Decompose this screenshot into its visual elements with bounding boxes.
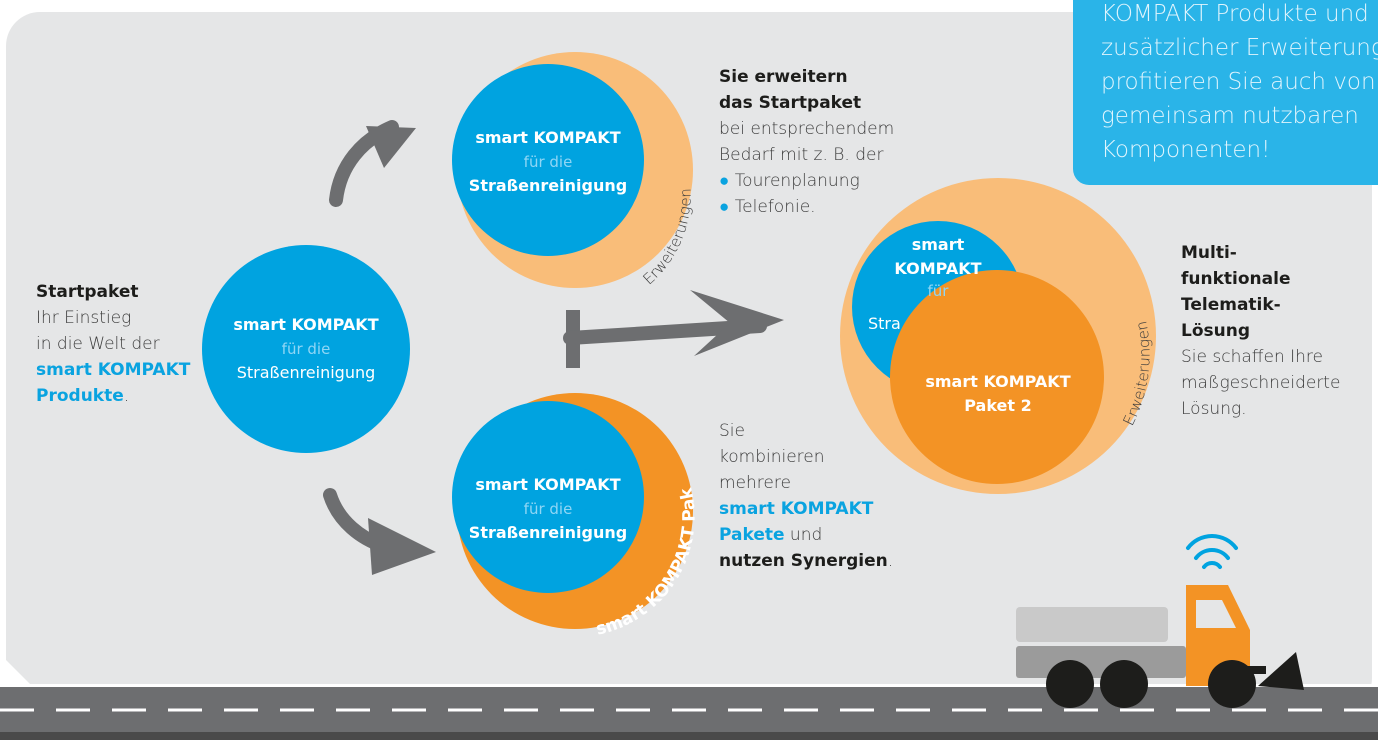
erweitern-line: bei entsprechendem	[719, 119, 895, 139]
erweitern-text: Sie erweitern das Startpaket bei entspre…	[719, 64, 894, 220]
callout-line: Komponenten!	[1101, 137, 1271, 163]
erweitern-bullet: Telefonie.	[734, 197, 816, 217]
circle-title: smart KOMPAKT	[475, 128, 621, 147]
right-orange-circle	[890, 270, 1104, 484]
circle-title: smart KOMPAKT	[233, 315, 379, 334]
kombinieren-line: kombinieren	[719, 447, 825, 467]
startpaket-line: in die Welt der	[36, 334, 160, 354]
road	[0, 654, 1378, 740]
top-circle	[452, 64, 644, 256]
kombinieren-period: .	[887, 551, 894, 571]
kombinieren-accent: smart KOMPAKT	[719, 499, 874, 519]
circle-name: Stra	[868, 314, 901, 333]
arrow-up-curve	[329, 120, 416, 207]
bottom-circle	[452, 401, 644, 593]
circle-sub: für die	[523, 153, 573, 171]
right-orange-label: smart KOMPAKT Paket 2	[908, 370, 1088, 418]
top-circle-label: smart KOMPAKT für die Straßenreinigung	[458, 126, 638, 198]
kombinieren-line: und	[784, 525, 823, 545]
circle-title: smart KOMPAKT	[475, 475, 621, 494]
arrow-right-long	[563, 290, 784, 368]
circle-sub: für die	[281, 340, 331, 358]
circle-name: Straßenreinigung	[468, 523, 628, 542]
erweitern-line: Bedarf mit z. B. der	[719, 145, 884, 165]
circle-title: KOMPAKT	[894, 259, 982, 278]
arrow-down-curve	[323, 488, 436, 575]
multi-line: Lösung.	[1181, 399, 1247, 419]
erweitern-bullet: Tourenplanung	[734, 171, 860, 191]
multi-line: maßgeschneiderte	[1181, 373, 1341, 393]
kombinieren-text: Sie kombinieren mehrere smart KOMPAKT Pa…	[719, 418, 893, 574]
circle-sub: für	[927, 282, 949, 300]
startpaket-period: .	[123, 386, 130, 406]
circle-sub: für die	[523, 500, 573, 518]
start-circle-label: smart KOMPAKT für die Straßenreinigung	[216, 313, 396, 385]
bottom-circle-label: smart KOMPAKT für die Straßenreinigung	[458, 473, 638, 545]
startpaket-accent: Produkte	[36, 386, 124, 406]
callout-line: zusätzlicher Erweiterungen	[1101, 35, 1378, 61]
startpaket-line: Ihr Einstieg	[36, 308, 132, 328]
circle-name: Straßenreinigung	[468, 176, 628, 195]
circle-name: Straßenreinigung	[236, 363, 376, 382]
multi-heading: funktionale	[1181, 269, 1291, 289]
right-blue-partial: Stra	[868, 312, 908, 336]
startpaket-text: Startpaket Ihr Einstieg in die Welt der …	[36, 279, 190, 409]
erweitern-heading: Sie erweitern	[719, 67, 848, 87]
callout-box: KOMPAKT Produkte und zusätzlicher Erweit…	[1073, 0, 1378, 185]
truck	[1016, 585, 1304, 708]
circle-title: smart KOMPAKT	[925, 372, 1071, 391]
erweitern-heading: das Startpaket	[719, 93, 862, 113]
kombinieren-line: mehrere	[719, 473, 791, 493]
wifi-icon	[1186, 534, 1238, 569]
multi-heading: Lösung	[1181, 321, 1251, 341]
multi-heading: Multi-	[1181, 243, 1237, 263]
kombinieren-accent: Pakete	[719, 525, 785, 545]
callout-line: profitieren Sie auch von den	[1101, 69, 1378, 95]
startpaket-heading: Startpaket	[36, 282, 139, 302]
circle-title: Paket 2	[964, 396, 1032, 415]
kombinieren-line: Sie	[719, 421, 745, 441]
multi-line: Sie schaffen Ihre	[1181, 347, 1323, 367]
startpaket-accent: smart KOMPAKT	[36, 360, 191, 380]
right-blue-label: smart KOMPAKT für	[888, 233, 988, 301]
start-circle	[202, 245, 410, 453]
multi-text: Multi- funktionale Telematik- Lösung Sie…	[1181, 240, 1340, 422]
callout-line: KOMPAKT Produkte und	[1101, 1, 1369, 27]
multi-heading: Telematik-	[1181, 295, 1281, 315]
callout-line: gemeinsam nutzbaren	[1101, 103, 1359, 129]
kombinieren-bold: nutzen Synergien	[719, 551, 888, 571]
circle-title: smart	[911, 235, 965, 254]
